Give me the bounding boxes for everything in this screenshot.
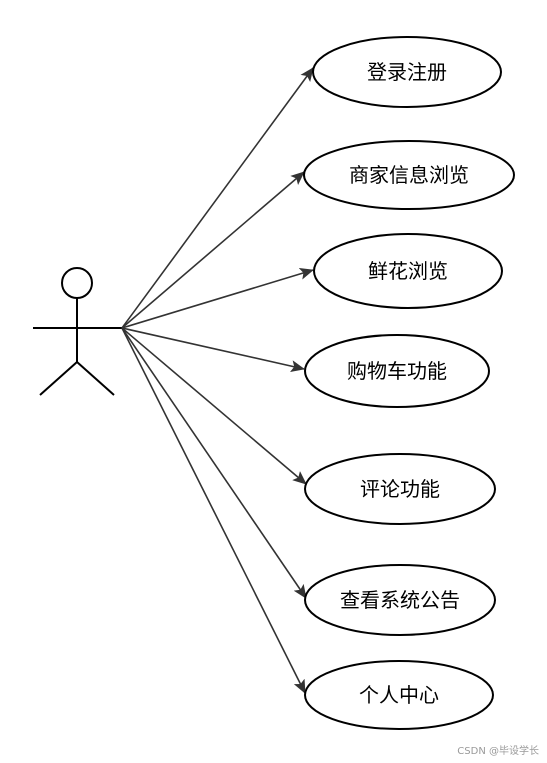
use-case-label: 商家信息浏览 <box>349 163 469 187</box>
use-case-label: 登录注册 <box>367 60 447 84</box>
use-case-ellipse <box>304 564 496 636</box>
watermark: CSDN @毕设学长 <box>457 746 539 757</box>
actor-figure <box>33 267 122 396</box>
use-case-label: 鲜花浏览 <box>368 259 448 283</box>
use-case-shopping-cart: 购物车功能 <box>304 334 490 408</box>
use-case-label: 购物车功能 <box>347 359 447 383</box>
use-case-login-register: 登录注册 <box>312 36 502 108</box>
association-arrow <box>121 327 307 485</box>
use-case-ellipse <box>312 36 502 108</box>
use-case-ellipse <box>304 334 490 408</box>
use-case-ellipse <box>304 453 496 525</box>
use-case-comments: 评论功能 <box>304 453 496 525</box>
actor-left-leg <box>39 361 78 396</box>
use-case-system-notices: 查看系统公告 <box>304 564 496 636</box>
association-arrow <box>121 67 314 329</box>
association-arrow <box>121 268 314 329</box>
actor-head <box>61 267 93 299</box>
actor-right-leg <box>76 361 115 396</box>
associations <box>121 67 314 694</box>
use-case-ellipse <box>304 660 494 730</box>
association-arrow <box>121 171 305 329</box>
use-case-flower-browse: 鲜花浏览 <box>313 233 503 309</box>
use-case-label: 个人中心 <box>359 683 439 707</box>
use-case-ellipse <box>303 140 515 210</box>
use-case-label: 评论功能 <box>360 477 440 501</box>
association-arrow <box>121 327 305 372</box>
association-arrow <box>121 327 306 694</box>
use-case-ellipse <box>313 233 503 309</box>
use-case-personal-center: 个人中心 <box>304 660 494 730</box>
use-case-merchant-info: 商家信息浏览 <box>303 140 515 210</box>
use-case-label: 查看系统公告 <box>340 588 460 612</box>
association-arrow <box>121 327 307 599</box>
